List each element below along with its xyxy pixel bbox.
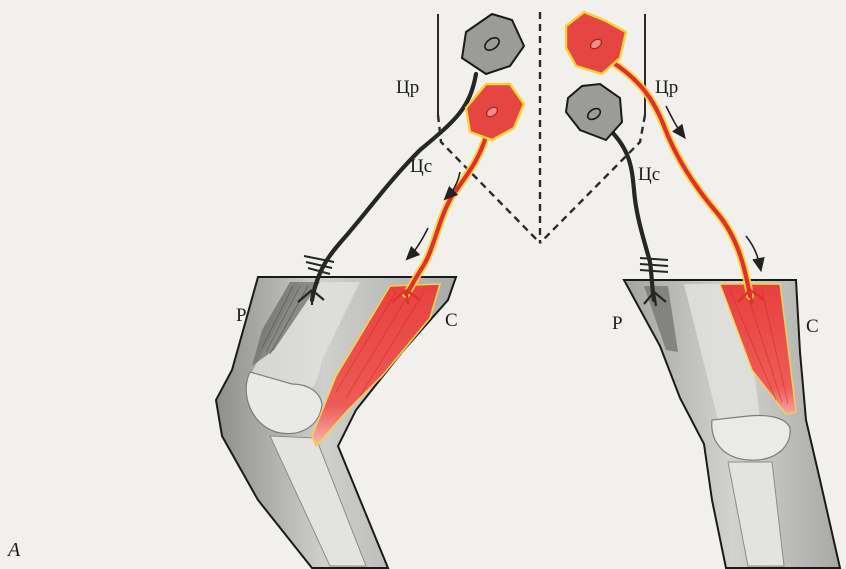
label-p-left: Р: [236, 306, 247, 325]
label-p-right: Р: [612, 314, 623, 333]
label-c-right: С: [806, 317, 819, 336]
neuron-cell-icon: [462, 14, 524, 74]
neuron-cell-icon: [466, 84, 524, 140]
arrow-down-icon: [746, 236, 760, 266]
label-cs-right: Цс: [638, 165, 660, 184]
neuron-cell-icon: [566, 84, 622, 140]
right-extensor-nerve: [610, 130, 654, 300]
label-cr-right: Цр: [655, 78, 678, 97]
panel-label: А: [8, 540, 20, 560]
left-leg-flexed: [216, 277, 456, 568]
arrow-down-icon: [410, 228, 428, 256]
label-cs-left: Цс: [410, 157, 432, 176]
left-extensor-nerve: [312, 74, 476, 300]
label-c-left: С: [445, 311, 458, 330]
right-synapse-marks: [640, 258, 668, 272]
label-cr-left: Цр: [396, 78, 419, 97]
